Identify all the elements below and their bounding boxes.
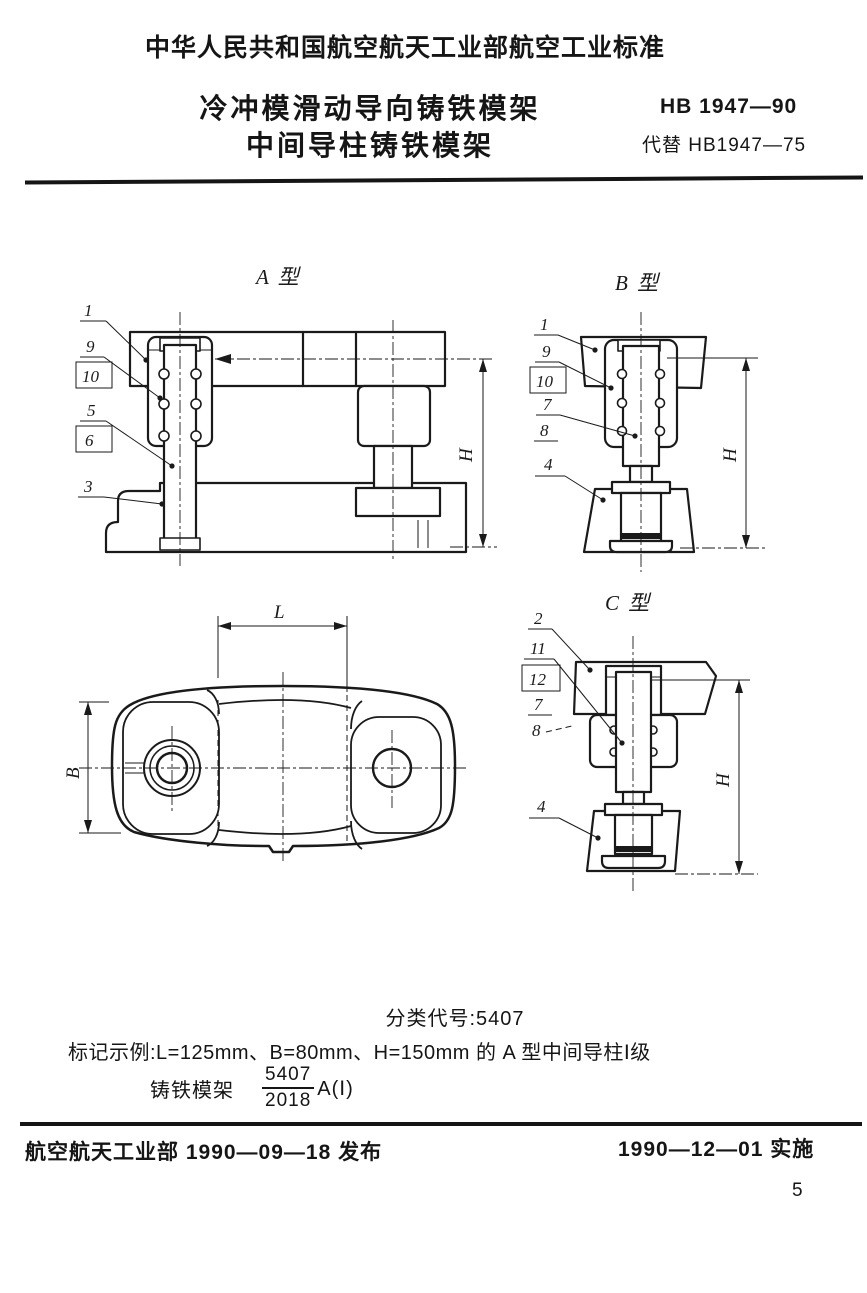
figure-a-label: A 型 [254, 265, 302, 289]
document-title: 冷冲模滑动导向铸铁模架 中间导柱铸铁模架 [90, 90, 650, 164]
svg-text:4: 4 [537, 797, 546, 816]
svg-text:5: 5 [87, 401, 96, 420]
callout-3: 3 [78, 477, 165, 507]
bottom-washer [608, 539, 674, 554]
section-arrow-icon [215, 354, 231, 364]
upper-die-plate [579, 335, 708, 390]
dimension-l: L [217, 602, 348, 692]
dimension-h: H [650, 679, 758, 875]
upper-boss [356, 384, 432, 448]
svg-text:11: 11 [530, 639, 546, 658]
dim-b-label: B [63, 767, 84, 779]
svg-text:8: 8 [540, 421, 549, 440]
callout-7: 7 [528, 695, 552, 716]
pillar-stem [621, 790, 646, 806]
svg-text:1: 1 [540, 315, 549, 334]
marking-example-line2: 铸铁模架 5407 2018 A(Ⅰ) [150, 1064, 354, 1112]
guide-pillar [614, 670, 653, 794]
dim-h-label: H [456, 447, 477, 463]
bottom-washer [600, 854, 667, 870]
svg-text:6: 6 [85, 431, 94, 450]
lower-boss [354, 486, 442, 518]
ball-cage-balls [616, 368, 666, 437]
dimension-h: H [667, 357, 765, 549]
callout-9: 9 [535, 342, 614, 391]
footer-implemented-date: 1990—12—01 实施 [618, 1138, 815, 1161]
callout-12: 12 [521, 664, 561, 692]
svg-text:10: 10 [536, 372, 554, 391]
callout-4: 4 [535, 455, 606, 503]
dim-h-label: H [720, 447, 741, 463]
callout-5: 5 [80, 401, 175, 469]
svg-text:7: 7 [534, 695, 544, 714]
svg-text:10: 10 [82, 367, 100, 386]
callout-7: 7 [536, 395, 638, 439]
figure-plan-view: L B [63, 602, 469, 862]
marking-prefix: 铸铁模架 [150, 1079, 234, 1102]
callout-8: 8 [534, 421, 558, 442]
replaces-note: 代替 HB1947—75 [642, 135, 807, 156]
dim-l-label: L [273, 602, 285, 623]
dimension-h: H [450, 359, 497, 548]
footer-issued-by: 航空航天工业部 1990—09—18 发布 [25, 1141, 383, 1164]
die-plate-outline [110, 684, 457, 854]
figure-b-label: B 型 [615, 271, 661, 295]
callout-9: 9 [80, 337, 163, 401]
lower-die-plate [104, 481, 468, 554]
callout-4: 4 [529, 797, 601, 841]
callout-6: 6 [75, 425, 113, 453]
inner-contours [122, 689, 442, 850]
bottom-divider-rule [20, 1122, 862, 1126]
standard-number: HB 1947—90 [660, 95, 798, 118]
callout-1: 1 [534, 315, 598, 353]
document-title-line2: 中间导柱铸铁模架 [245, 130, 494, 161]
designation-suffix: A(Ⅰ) [317, 1077, 354, 1100]
dim-h-label: H [713, 772, 734, 788]
callout-10: 10 [529, 366, 567, 394]
callout-1: 1 [80, 301, 149, 363]
svg-text:12: 12 [529, 670, 547, 689]
svg-text:9: 9 [86, 337, 95, 356]
pillar-flange [603, 802, 664, 817]
callout-11: 11 [524, 639, 625, 746]
figure-c-label: C 型 [605, 591, 652, 615]
classification-code: 分类代号:5407 [385, 1008, 525, 1030]
header-title: 中华人民共和国航空航天工业部航空工业标准 [144, 34, 665, 62]
retainer-band [615, 846, 652, 852]
document-title-line1: 冷冲模滑动导向铸铁模架 [199, 93, 541, 124]
svg-text:7: 7 [543, 395, 553, 414]
svg-text:2: 2 [534, 609, 543, 628]
figure-type-c: C 型 H 2 [521, 591, 758, 892]
svg-text:4: 4 [544, 455, 553, 474]
svg-text:1: 1 [84, 301, 93, 320]
svg-text:8: 8 [532, 721, 541, 740]
ball-cage-balls [158, 368, 202, 442]
svg-text:9: 9 [542, 342, 551, 361]
upper-die-plate [572, 660, 718, 716]
callout-10: 10 [75, 361, 113, 389]
callout-2: 2 [528, 609, 593, 673]
top-divider-rule [24, 175, 864, 185]
callout-8: 8 [532, 721, 573, 740]
fraction-numerator: 5407 [262, 1064, 315, 1089]
figure-type-a: A 型 [75, 265, 497, 566]
marking-example-line1: 标记示例:L=125mm、B=80mm、H=150mm 的 A 型中间导柱Ⅰ级 [68, 1042, 651, 1064]
figure-type-b: B 型 H 1 [529, 271, 765, 572]
fraction-denominator: 2018 [265, 1090, 312, 1111]
page-number: 5 [792, 1180, 803, 1201]
dimension-b: B [63, 701, 121, 834]
designation-fraction: 5407 2018 [262, 1064, 315, 1112]
svg-text:3: 3 [83, 477, 93, 496]
